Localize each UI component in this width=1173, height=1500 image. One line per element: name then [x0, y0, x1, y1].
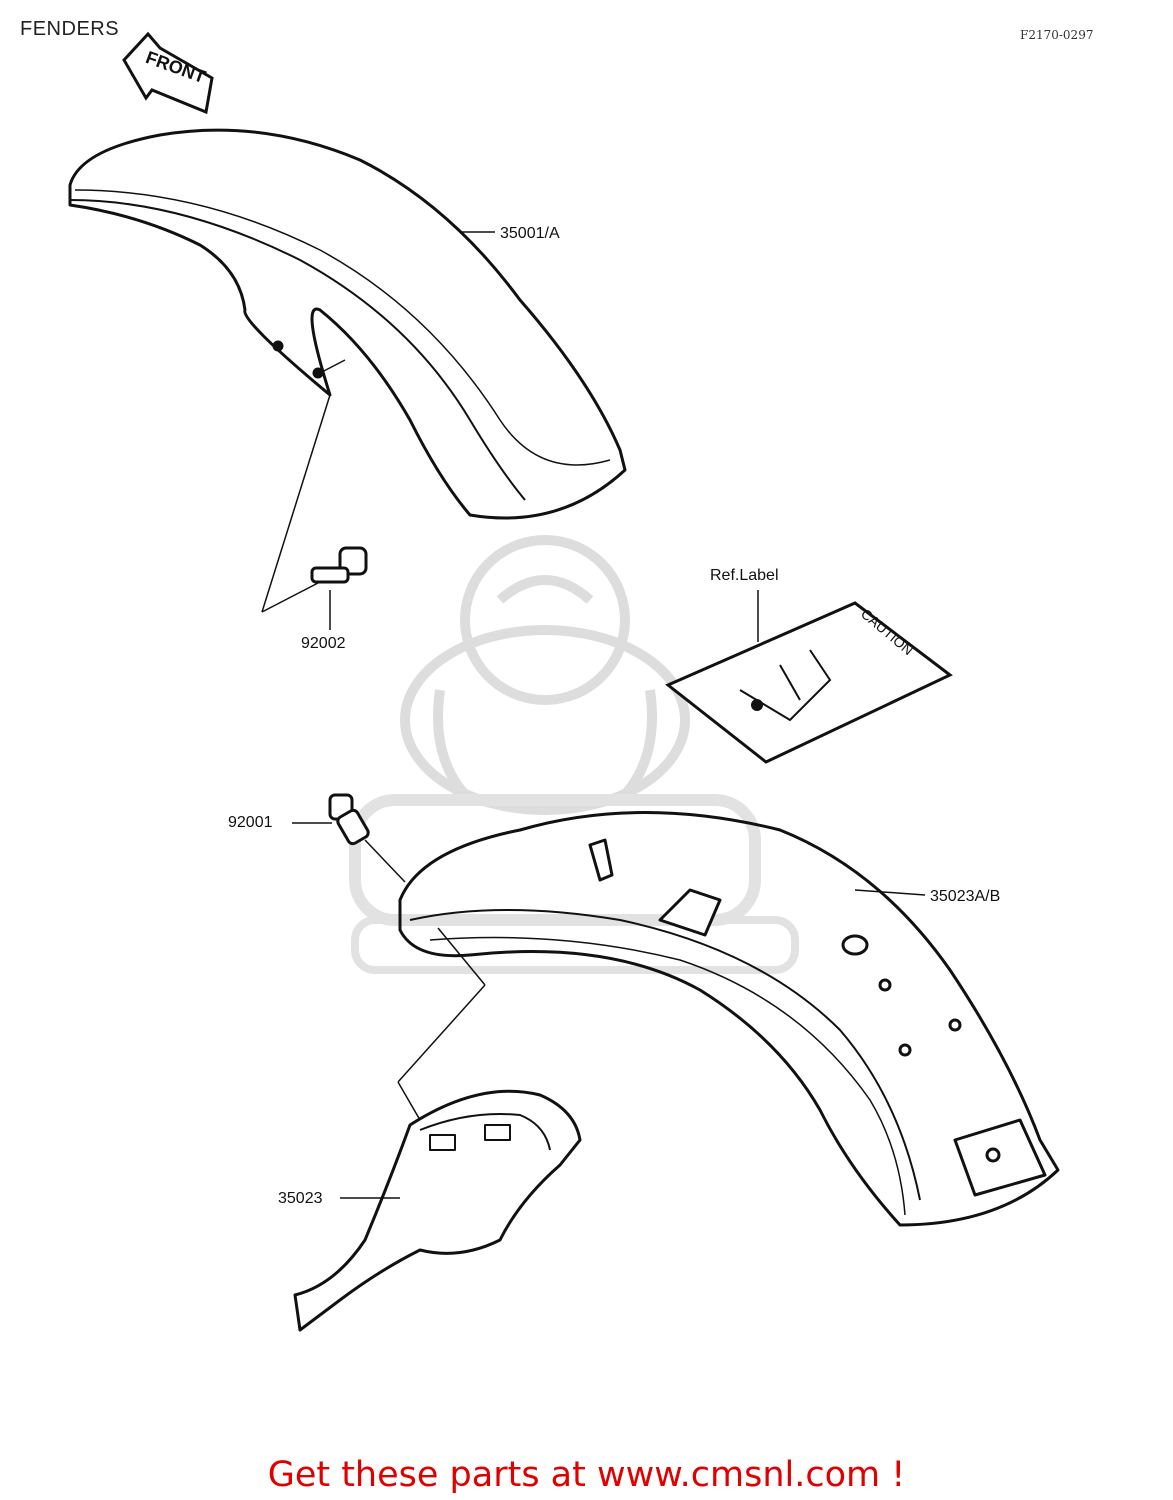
part-label-bolt-92002[interactable]: 92002 — [301, 635, 346, 652]
diagram-ref-code: F2170-0297 — [1020, 28, 1094, 42]
part-label-ref-label[interactable]: Ref.Label — [710, 567, 779, 584]
part-label-bolt-92001[interactable]: 92001 — [228, 814, 273, 831]
footer-cta-link[interactable]: Get these parts at www.cmsnl.com ! — [267, 1455, 906, 1495]
bolt-92001-drawing — [328, 793, 370, 846]
watermark-cms — [349, 794, 799, 974]
part-label-front-fender[interactable]: 35001/A — [500, 225, 560, 242]
part-label-inner-fender[interactable]: 35023 — [278, 1190, 323, 1207]
front-fender-drawing — [68, 128, 627, 520]
leader-92002 — [261, 359, 346, 630]
page-title: FENDERS — [20, 18, 120, 40]
bolt-92002-drawing — [310, 546, 368, 584]
ref-label-drawing: CAUTION — [665, 601, 953, 764]
part-label-rear-fender[interactable]: 35023A/B — [930, 888, 1001, 905]
inner-fender-drawing — [293, 1089, 582, 1332]
leader-35023 — [340, 927, 486, 1199]
watermark-logo — [400, 535, 690, 815]
front-arrow-icon: FRONT — [122, 31, 214, 115]
leader-92001-direction — [364, 839, 406, 883]
leader-35023ab — [854, 889, 926, 896]
rear-fender-drawing — [398, 811, 1060, 1227]
